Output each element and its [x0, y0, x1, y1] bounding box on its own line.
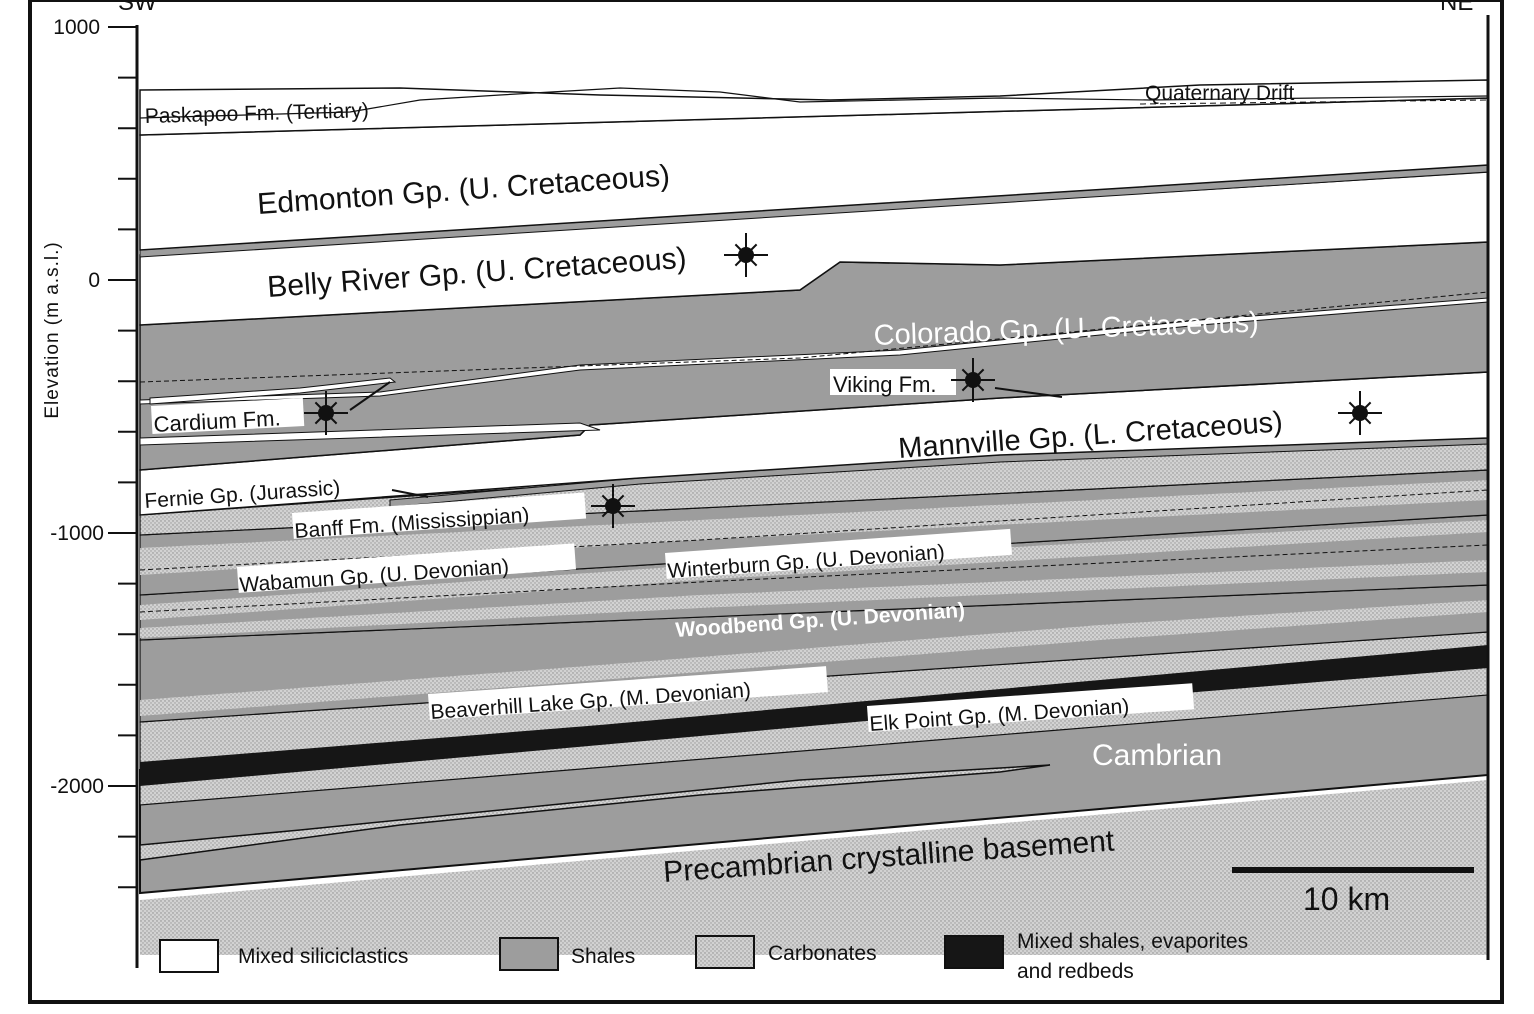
axis-tick-label: -1000: [50, 522, 104, 545]
layer-quaternary-line: [139, 87, 1489, 119]
legend-swatch-siliciclastics: [159, 939, 219, 973]
reservoir-star-icon: [304, 391, 348, 435]
layer-cambrian-carbonate: [139, 764, 1051, 861]
label-beaverhill-bg: [428, 666, 828, 720]
scale-bar: 10 km: [1232, 867, 1474, 917]
axis-tick-label: -2000: [50, 775, 104, 798]
legend-swatch-carbonates: [695, 935, 755, 969]
label-quaternary: Quaternary Drift: [1145, 82, 1295, 105]
axis-minor-ticks: [118, 76, 137, 889]
reservoir-star-icon: [591, 484, 635, 528]
compass-ne: NE: [1440, 0, 1473, 16]
layer-woodbend-carbonate-b: [140, 560, 1488, 638]
legend-label-shales: Shales: [571, 945, 635, 968]
layer-quaternary-dashed: [1139, 99, 1489, 105]
reservoir-star-icon: [1338, 391, 1382, 435]
compass-sw: SW: [118, 0, 157, 16]
label-elk-point-bg: [867, 683, 1195, 732]
elevation-axis: 1000 0 -1000 -2000 Elevation (m a.s.l.): [42, 15, 1490, 968]
leader-lines: [349, 381, 1063, 498]
layer-precambrian: [140, 780, 1488, 955]
legend-swatch-shales: [499, 937, 559, 971]
label-viking: Viking Fm.: [833, 372, 937, 397]
label-viking-bg: [830, 369, 956, 395]
legend-label-carbonates: Carbonates: [768, 942, 877, 965]
scale-bar-label: 10 km: [1303, 881, 1390, 917]
label-wabamun-bg: [236, 543, 576, 593]
legend-label-siliciclastics: Mixed siliciclastics: [238, 945, 408, 968]
label-winterburn-bg: [665, 528, 1012, 579]
label-cambrian: Cambrian: [1092, 739, 1222, 772]
layer-elk-point-evaporite: [140, 645, 1488, 786]
legend: Mixed siliciclastics Shales Carbonates M…: [159, 930, 1248, 983]
label-cardium-bg: [151, 398, 305, 434]
axis-title: Elevation (m a.s.l.): [42, 241, 63, 418]
label-banff-bg: [292, 492, 587, 539]
layer-beaverhill-carbonate: [140, 600, 1488, 716]
reservoir-star-icon: [951, 358, 995, 402]
legend-label-evaporites: Mixed shales, evaporites: [1017, 930, 1248, 953]
legend-swatch-evaporites: [944, 935, 1004, 969]
boundary-dashed-3: [139, 544, 1489, 613]
layer-cardium-sand: [149, 377, 397, 405]
boundary-dashed-2: [139, 489, 1489, 571]
reservoir-markers: [304, 233, 1382, 528]
leader-cardium: [349, 381, 391, 411]
reservoir-star-icon: [724, 233, 768, 277]
legend-label-evaporites-line2: and redbeds: [1017, 960, 1134, 983]
layer-paskapoo: [139, 79, 1489, 136]
leader-fernie: [391, 489, 429, 498]
layer-viking-sand: [139, 422, 601, 446]
boundary-dashed-1: [139, 291, 1489, 383]
axis-tick-label: 1000: [53, 16, 100, 39]
strata-group: [139, 79, 1489, 955]
leader-viking: [994, 387, 1063, 398]
axis-tick-label: 0: [88, 269, 100, 292]
layer-woodbend-carbonate-a: [140, 520, 1488, 620]
label-fernie-bg: [142, 466, 389, 510]
